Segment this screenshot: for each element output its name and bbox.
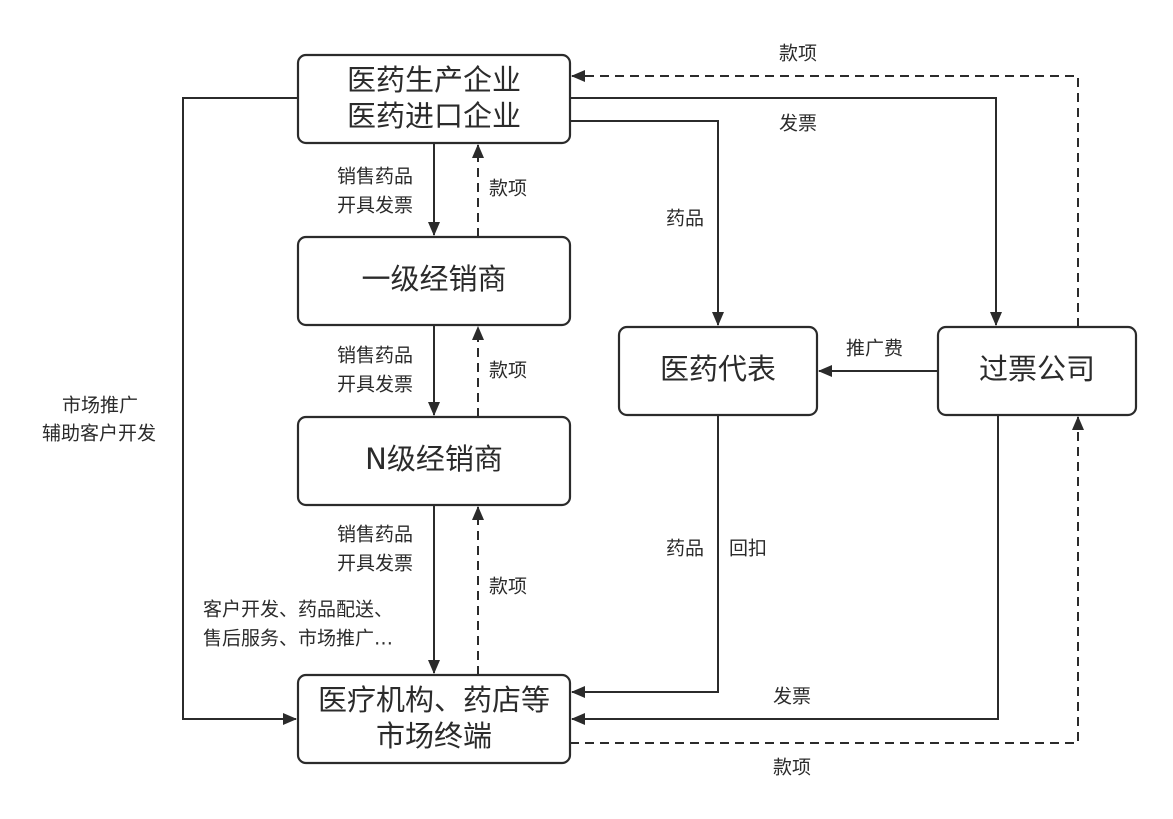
label-market-promo: 市场推广	[62, 395, 138, 417]
tierN-distributor-node: N级经销商	[296, 415, 572, 507]
label-services-line2: 售后服务、市场推广…	[203, 628, 393, 650]
label-sell-drugs-2: 销售药品	[337, 345, 413, 367]
label-sell-drugs-1: 销售药品	[337, 166, 413, 188]
label-payment-3: 款项	[489, 576, 527, 598]
label-issue-invoice-1: 开具发票	[337, 195, 413, 217]
arrow-terminal-payment-to-billing	[570, 416, 1084, 744]
terminal-line2: 市场终端	[376, 719, 492, 753]
label-invoice-bottom: 发票	[773, 686, 811, 708]
label-sell-drugs-3: 销售药品	[337, 524, 413, 546]
label-payment-1: 款项	[489, 178, 527, 200]
arrow-manufacturer-invoice-to-billing	[570, 97, 1002, 326]
arrow-rep-drugs-rebate-to-terminal	[571, 415, 719, 698]
medical-rep-node: 医药代表	[617, 325, 819, 417]
tier1-distributor-node: 一级经销商	[296, 235, 572, 327]
arrow-manufacturer-market-promo-to-terminal	[182, 97, 298, 725]
label-rebate: 回扣	[729, 538, 767, 560]
manufacturer-line2: 医药进口企业	[347, 99, 521, 133]
terminal-node: 医疗机构、药店等 市场终端	[296, 673, 572, 765]
label-issue-invoice-3: 开具发票	[337, 553, 413, 575]
terminal-line1: 医疗机构、药店等	[318, 683, 550, 717]
label-assist-dev: 辅助客户开发	[42, 423, 156, 445]
billing-company-node: 过票公司	[936, 325, 1138, 417]
label-drugs-bottom: 药品	[666, 538, 704, 560]
rep-label: 医药代表	[660, 352, 776, 386]
label-invoice-top: 发票	[779, 113, 817, 135]
tierN-label: N级经销商	[365, 442, 503, 476]
label-payment-top: 款项	[779, 43, 817, 65]
arrow-manufacturer-drugs-to-rep	[570, 120, 724, 326]
label-drugs-top: 药品	[666, 208, 704, 230]
billing-label: 过票公司	[979, 352, 1095, 386]
label-payment-bottom: 款项	[773, 757, 811, 779]
label-issue-invoice-2: 开具发票	[337, 374, 413, 396]
tier1-label: 一级经销商	[361, 262, 506, 296]
manufacturer-node: 医药生产企业 医药进口企业	[296, 53, 572, 145]
label-payment-2: 款项	[489, 360, 527, 382]
arrow-billing-invoice-to-terminal	[571, 415, 999, 725]
label-services-line1: 客户开发、药品配送、	[203, 599, 393, 621]
arrow-billing-payment-to-manufacturer	[571, 70, 1079, 327]
label-promo-fee: 推广费	[846, 338, 903, 360]
manufacturer-line1: 医药生产企业	[347, 63, 521, 97]
